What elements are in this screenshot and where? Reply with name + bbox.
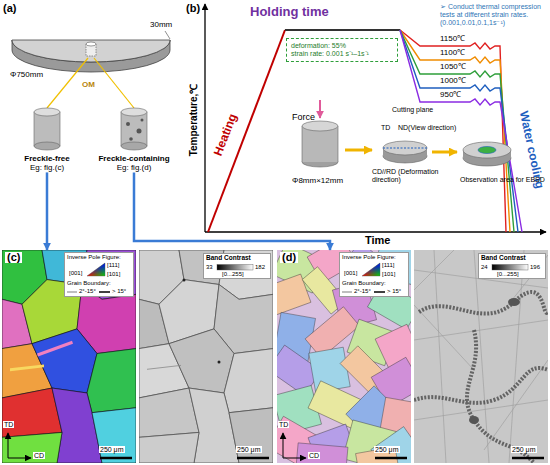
label-text: Φ750mm xyxy=(10,70,43,79)
node-text: Eg: fig.(d) xyxy=(86,163,182,172)
ipf-map-freckle-containing xyxy=(277,250,411,463)
node-text: (c) xyxy=(5,252,22,263)
label-text: 30mm xyxy=(150,20,172,29)
node-text: Freckle-free xyxy=(14,154,80,163)
node-text: [0...255] xyxy=(497,271,519,277)
node-text: strain rate: 0.001 s⁻¹–1s⁻¹ xyxy=(291,50,393,58)
ipf-map: (d) Inverse Pole Figure: [111] [001] [101] Gr… xyxy=(277,250,411,463)
temperature-curve xyxy=(208,30,522,232)
band-contrast-map-freckle-free xyxy=(139,250,273,463)
sample-cylinder: Freckle-freeEg: fig.(c) xyxy=(14,108,80,172)
condition-box: deformation: 55%strain rate: 0.001 s⁻¹–1… xyxy=(286,38,398,62)
ingot-half-disk xyxy=(12,31,170,72)
label-text: Time xyxy=(365,234,390,247)
node-text: [0...255] xyxy=(222,271,244,277)
label-text: ➢ Conduct thermal compression tests at d… xyxy=(440,3,548,27)
node-text: 2°-15° xyxy=(354,288,371,294)
ipf-legend: Inverse Pole Figure: [111] [001] [101] Grain… xyxy=(64,252,134,297)
node-text: [101] xyxy=(107,271,120,277)
node-text: [111] xyxy=(107,262,119,268)
label-text: OM xyxy=(82,80,95,89)
contrast-bar xyxy=(217,265,253,271)
label-text: ND(View direction) xyxy=(398,124,456,132)
node-text: Grain Boundary: xyxy=(67,280,111,286)
node-text: [001] xyxy=(344,270,357,276)
node-text: 24 xyxy=(481,264,488,270)
boundary-sample xyxy=(67,291,77,293)
node-text: Band Contrast xyxy=(206,255,251,262)
node-text: 33 xyxy=(206,264,213,270)
node-text: Inverse Pole Figure: xyxy=(67,254,121,260)
label-text: 250 μm xyxy=(374,446,400,453)
label-text: Cutting plane xyxy=(392,106,433,114)
label-text: TD xyxy=(278,421,289,428)
node-text: Eg: fig.(c) xyxy=(14,163,80,172)
label-text: CD//RD (Deformation direction) xyxy=(372,168,454,184)
label-text: 250 μm xyxy=(236,446,262,453)
boundary-sample xyxy=(342,291,352,293)
label-text: Heating xyxy=(212,112,241,158)
node-text: Inverse Pole Figure: xyxy=(342,254,396,260)
node-text: [101] xyxy=(382,271,395,277)
band-contrast-legend: Band Contrast 33 [0...255] 182 xyxy=(203,253,271,279)
sampling-lines xyxy=(47,58,134,108)
contrast-bar xyxy=(492,265,528,271)
label-text: 250 μm xyxy=(511,446,537,453)
label-text: Φ8mm×12mm xyxy=(292,176,343,185)
node-text: 196 xyxy=(530,264,540,270)
label-text: 950℃ xyxy=(440,90,461,99)
node-text: 182 xyxy=(255,264,265,270)
boundary-sample xyxy=(99,291,110,293)
sample-cylinder: Freckle-containingEg: fig.(d) xyxy=(86,108,182,172)
label-text: CD xyxy=(33,452,45,459)
ipf-legend: Inverse Pole Figure: [111] [001] [101] Grain… xyxy=(339,252,409,297)
node-text: Grain Boundary: xyxy=(342,280,386,286)
ipf-triangle-fill xyxy=(362,263,380,276)
label-text: 250 μm xyxy=(99,446,125,453)
node-text: 2°-15° xyxy=(79,288,96,294)
label-text: Holding time xyxy=(250,5,329,20)
label-text: 1150℃ xyxy=(440,34,465,43)
label-text: TD xyxy=(3,421,14,428)
ipf-map: (c) Inverse Pole Figure: [111] [001] [101] Gr… xyxy=(2,250,136,463)
ipf-map-freckle-free xyxy=(2,250,136,463)
temperature-axes xyxy=(205,4,546,232)
node-text: (d) xyxy=(280,252,298,263)
label-text: 1100℃ xyxy=(440,48,465,57)
label-text: TD xyxy=(381,124,390,132)
flow-arrow xyxy=(46,172,49,250)
band-contrast-map-freckle-containing xyxy=(414,250,548,463)
node-text: deformation: 55% xyxy=(291,42,393,50)
compression-sketch xyxy=(302,100,511,167)
label-text: CD xyxy=(308,452,320,459)
ipf-triangle-fill xyxy=(87,263,105,276)
node-text: Freckle-containing xyxy=(86,154,182,163)
ipf-triangle-fill xyxy=(362,263,380,276)
ipf-triangle-fill xyxy=(87,263,105,276)
sample-cylinders xyxy=(34,108,147,150)
boundary-sample xyxy=(374,291,385,293)
label-text: Observation area for EBSD xyxy=(460,176,546,184)
node-text: > 15° xyxy=(387,288,401,294)
node-text: > 15° xyxy=(112,288,126,294)
node-text: Band Contrast xyxy=(481,255,526,262)
label-text: (a) xyxy=(3,2,16,15)
band-contrast-legend: Band Contrast 24 [0...255] 196 xyxy=(478,253,546,279)
label-text: 1050℃ xyxy=(440,62,466,71)
label-text: Temperature,℃ xyxy=(188,84,200,157)
node-text: [111] xyxy=(382,262,394,268)
label-text: Force xyxy=(292,112,315,122)
label-text: 1000℃ xyxy=(440,76,466,85)
node-text: [001] xyxy=(69,270,82,276)
label-text: (b) xyxy=(186,2,200,15)
